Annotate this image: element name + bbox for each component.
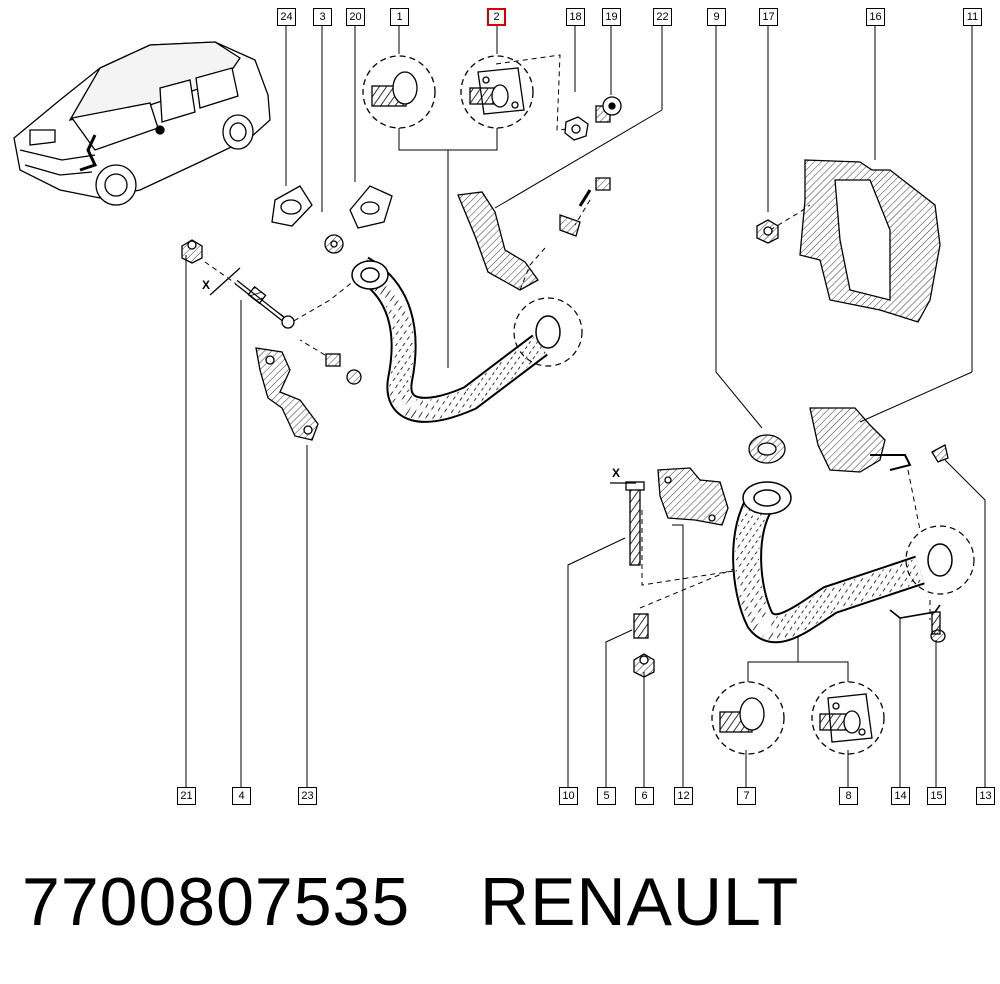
callout-24[interactable]: 24 bbox=[277, 8, 296, 26]
part-23-bracket bbox=[255, 347, 319, 441]
leader-lines bbox=[185, 24, 986, 788]
callout-16[interactable]: 16 bbox=[866, 8, 885, 26]
callout-21[interactable]: 21 bbox=[177, 787, 196, 805]
part-11-heat-shield bbox=[809, 407, 949, 473]
callout-17[interactable]: 17 bbox=[759, 8, 778, 26]
part-22-bracket bbox=[457, 177, 611, 291]
callout-11[interactable]: 11 bbox=[963, 8, 982, 26]
part-6-nut bbox=[633, 653, 655, 678]
front-exhaust-pipe bbox=[351, 256, 583, 423]
callout-10[interactable]: 10 bbox=[559, 787, 578, 805]
car-illustration bbox=[13, 41, 271, 206]
part-3-ring bbox=[324, 234, 344, 254]
rear-exhaust-pipe bbox=[732, 481, 975, 644]
part-20-gasket bbox=[349, 185, 393, 229]
callout-6[interactable]: 6 bbox=[635, 787, 654, 805]
callout-3[interactable]: 3 bbox=[313, 8, 332, 26]
part-17-nut bbox=[756, 219, 779, 244]
part-1-stud bbox=[362, 55, 436, 129]
callout-8[interactable]: 8 bbox=[839, 787, 858, 805]
part-10-bolt bbox=[610, 481, 645, 566]
part-24-gasket bbox=[271, 185, 313, 227]
axis-marker-x-bottom: X bbox=[612, 466, 621, 480]
callout-19[interactable]: 19 bbox=[602, 8, 621, 26]
callout-5[interactable]: 5 bbox=[597, 787, 616, 805]
part-8-flange-stud bbox=[811, 681, 885, 755]
clamp-bolt bbox=[325, 353, 362, 385]
callout-15[interactable]: 15 bbox=[927, 787, 946, 805]
part-15-bolt bbox=[930, 611, 946, 643]
part-21-nut bbox=[181, 239, 203, 264]
callout-1[interactable]: 1 bbox=[390, 8, 409, 26]
axis-marker-x-top: X bbox=[202, 278, 211, 292]
part-7-stud bbox=[711, 681, 785, 755]
callout-7[interactable]: 7 bbox=[737, 787, 756, 805]
part-9-seal-ring bbox=[748, 434, 786, 464]
part-2-flange-stud bbox=[460, 55, 534, 129]
callout-14[interactable]: 14 bbox=[891, 787, 910, 805]
part-4-bolt bbox=[209, 267, 295, 329]
callout-9[interactable]: 9 bbox=[707, 8, 726, 26]
part-12-bracket bbox=[657, 467, 729, 526]
callout-23[interactable]: 23 bbox=[298, 787, 317, 805]
part-14-clip bbox=[889, 604, 941, 619]
callout-4[interactable]: 4 bbox=[232, 787, 251, 805]
callout-20[interactable]: 20 bbox=[346, 8, 365, 26]
callout-13[interactable]: 13 bbox=[976, 787, 995, 805]
brand-name: RENAULT bbox=[480, 864, 800, 940]
callout-18[interactable]: 18 bbox=[566, 8, 585, 26]
part-18-nut bbox=[564, 116, 589, 141]
callout-2-highlighted[interactable]: 2 bbox=[487, 8, 506, 26]
part-5-spring bbox=[633, 613, 649, 639]
part-16-heat-shield bbox=[799, 159, 941, 323]
part-number: 7700807535 bbox=[22, 864, 411, 940]
callout-12[interactable]: 12 bbox=[674, 787, 693, 805]
callout-22[interactable]: 22 bbox=[653, 8, 672, 26]
part-19-spacer bbox=[595, 96, 622, 123]
